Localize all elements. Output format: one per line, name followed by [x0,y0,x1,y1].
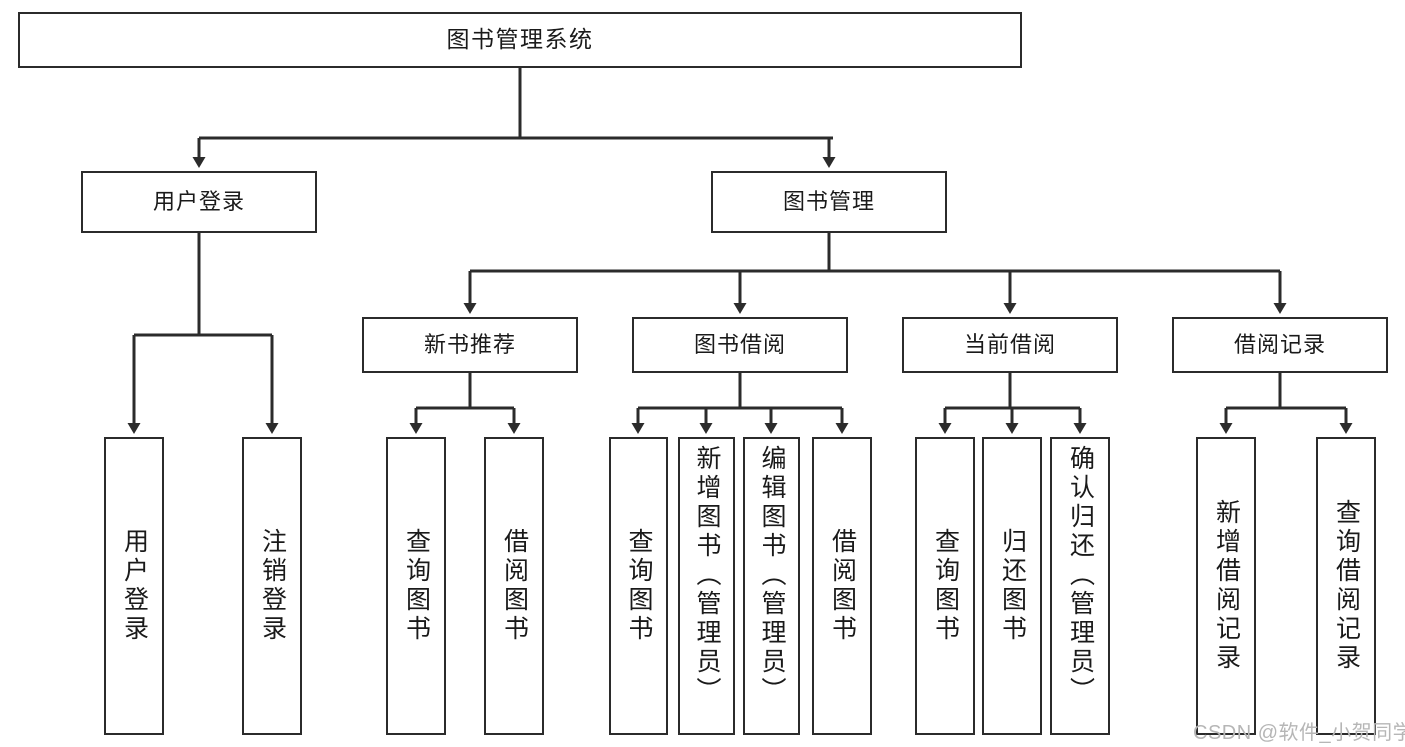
leaf-add-book-admin-label: 新增图书（管理员） [693,445,721,706]
leaf-add-book-admin[interactable]: 新增图书（管理员） [678,437,735,735]
leaf-query-borrow-record[interactable]: 查询借阅记录 [1316,437,1376,735]
leaf-add-borrow-record-label: 新增借阅记录 [1212,499,1241,673]
leaf-user-login-label: 用户登录 [120,528,149,644]
leaf-query-book-bb[interactable]: 查询图书 [609,437,668,735]
leaf-query-book-cb[interactable]: 查询图书 [915,437,975,735]
node-book-borrow[interactable]: 图书借阅 [632,317,848,373]
node-borrow-record[interactable]: 借阅记录 [1172,317,1388,373]
leaf-return-book-label: 归还图书 [998,528,1027,644]
leaf-add-borrow-record[interactable]: 新增借阅记录 [1196,437,1256,735]
leaf-user-login[interactable]: 用户登录 [104,437,164,735]
node-current-borrow-label: 当前借阅 [963,331,1056,357]
leaf-borrow-book-bb-label: 借阅图书 [828,528,857,644]
leaf-query-book-nb-label: 查询图书 [402,528,431,644]
node-user-login-label: 用户登录 [152,188,245,214]
leaf-edit-book-admin-label: 编辑图书（管理员） [758,445,786,706]
node-book-borrow-label: 图书借阅 [693,331,786,357]
leaf-logout[interactable]: 注销登录 [242,437,302,735]
leaf-return-book[interactable]: 归还图书 [982,437,1042,735]
leaf-borrow-book-nb[interactable]: 借阅图书 [484,437,544,735]
node-root-label: 图书管理系统 [446,26,594,53]
leaf-query-book-cb-label: 查询图书 [931,528,960,644]
node-book-management[interactable]: 图书管理 [711,171,947,233]
node-root[interactable]: 图书管理系统 [18,12,1022,68]
node-current-borrow[interactable]: 当前借阅 [902,317,1118,373]
leaf-borrow-book-nb-label: 借阅图书 [500,528,529,644]
node-new-book-recommend[interactable]: 新书推荐 [362,317,578,373]
watermark: CSDN @软件_小贺同学 [1193,722,1405,744]
leaf-query-borrow-record-label: 查询借阅记录 [1332,499,1361,673]
node-user-login[interactable]: 用户登录 [81,171,317,233]
node-borrow-record-label: 借阅记录 [1233,331,1326,357]
leaf-borrow-book-bb[interactable]: 借阅图书 [812,437,872,735]
node-new-book-recommend-label: 新书推荐 [423,331,516,357]
leaf-confirm-return-admin[interactable]: 确认归还（管理员） [1050,437,1110,735]
leaf-query-book-nb[interactable]: 查询图书 [386,437,446,735]
leaf-edit-book-admin[interactable]: 编辑图书（管理员） [743,437,800,735]
leaf-logout-label: 注销登录 [258,528,287,644]
leaf-confirm-return-admin-label: 确认归还（管理员） [1066,445,1095,706]
node-book-management-label: 图书管理 [782,188,875,214]
leaf-query-book-bb-label: 查询图书 [625,528,653,644]
